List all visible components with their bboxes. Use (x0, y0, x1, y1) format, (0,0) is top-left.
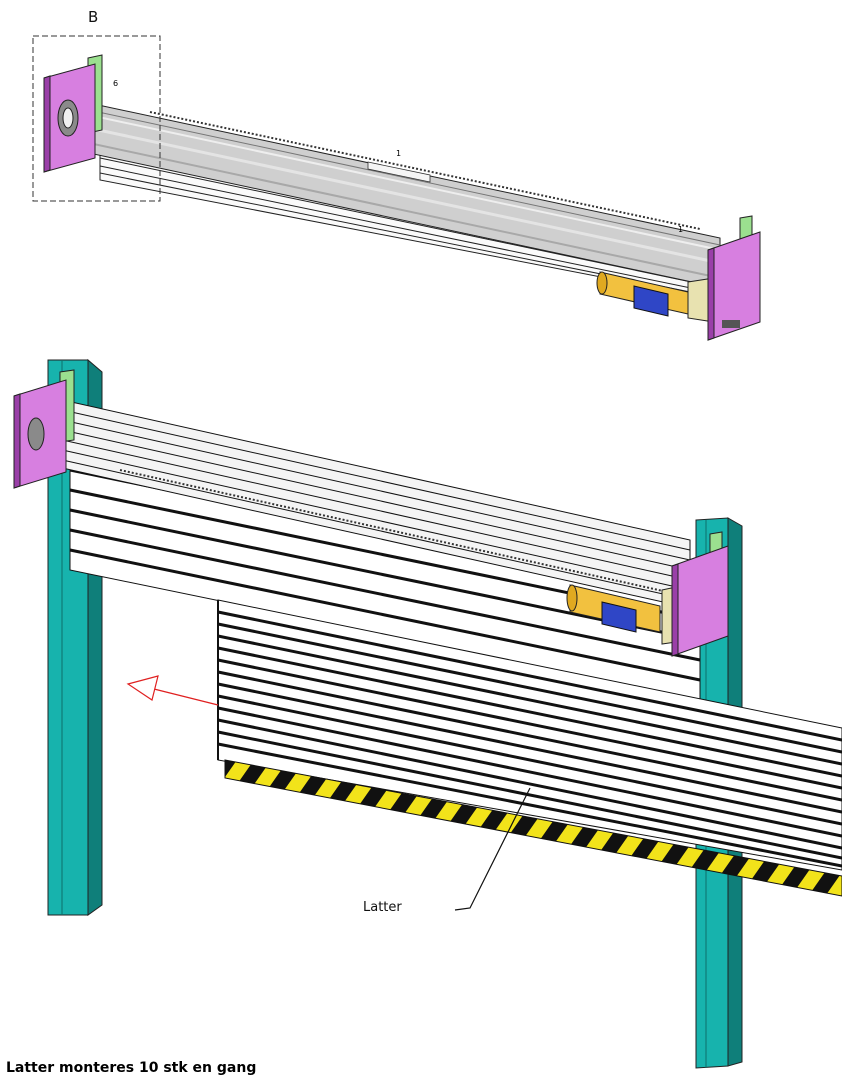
bottom-left-bracket (13, 369, 75, 489)
left-bracket (43, 54, 103, 173)
bottom-right-bracket (671, 531, 729, 657)
callout-leader (454, 787, 531, 911)
slat-callout-label: Latter (363, 900, 402, 915)
right-bracket (707, 215, 761, 341)
bottom-assembly (13, 358, 842, 1069)
door-curtain (217, 599, 842, 871)
arrow-left-icon (126, 675, 219, 706)
top-assembly: 1 1 6 (32, 35, 761, 341)
drum-mark-right-label: 1 (678, 225, 683, 234)
drum-mark-left-label: 6 (113, 79, 118, 88)
drum (66, 99, 721, 289)
detail-b-frame (32, 35, 161, 202)
footer-note: Latter monteres 10 stk en gang (6, 1060, 257, 1076)
drum-mark-label: 1 (396, 149, 401, 158)
safety-edge (224, 759, 842, 897)
detail-view-label: B (88, 8, 99, 26)
bottom-drum (39, 394, 691, 609)
